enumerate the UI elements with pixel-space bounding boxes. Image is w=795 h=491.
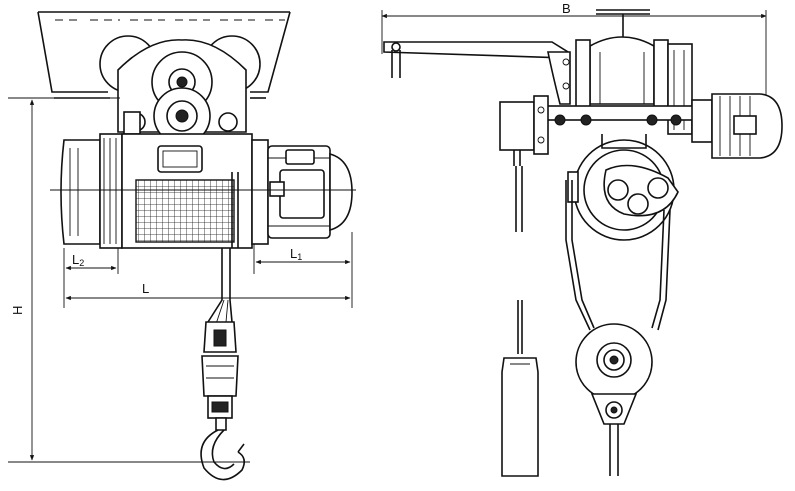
label-b: B (562, 1, 571, 16)
svg-text:L2: L2 (72, 252, 84, 268)
rope-drum-housing (121, 133, 253, 249)
trolley-handwheel (589, 9, 655, 105)
dimension-b: B (381, 1, 767, 98)
label-l: L (142, 281, 149, 296)
electrical-box (499, 95, 549, 166)
label-l1: L (290, 246, 297, 261)
lifting-hook (200, 429, 246, 481)
hook-block (201, 321, 239, 431)
support-arm (383, 41, 571, 105)
travel-motor (691, 93, 783, 159)
dimension-h: H (8, 97, 250, 463)
drum-end-view (567, 134, 679, 241)
svg-text:L1: L1 (290, 246, 302, 262)
hook-block-side (575, 323, 653, 476)
wire-rope (207, 248, 233, 325)
label-l2-sub: 2 (79, 258, 84, 268)
side-ropes (515, 166, 671, 354)
gearbox-left (60, 133, 123, 249)
label-h: H (10, 306, 25, 315)
hoist-motor (251, 139, 353, 245)
label-l2: L (72, 252, 79, 267)
trolley-frame (117, 39, 247, 145)
front-view: H L2 L1 L (8, 11, 356, 481)
side-view: B (381, 1, 783, 477)
dimension-l: L2 L1 L (63, 232, 353, 308)
label-l1-sub: 1 (297, 252, 302, 262)
pendant-controller (501, 357, 539, 477)
